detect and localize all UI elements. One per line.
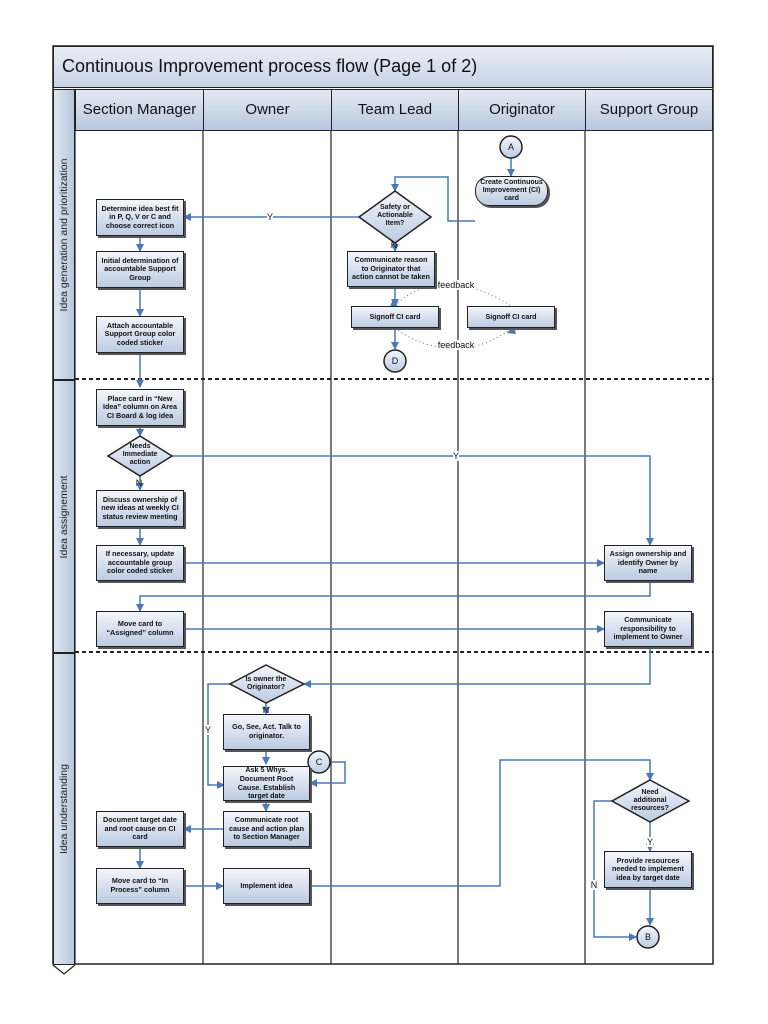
signoff-ci-card-team-lead: Signoff CI card: [351, 306, 439, 328]
phase-label: Idea assignement: [58, 475, 70, 558]
safety-decision-diamond: [357, 190, 433, 244]
connector-c-label: C: [315, 757, 323, 767]
lane-header-owner: Owner: [203, 89, 332, 131]
connector-d-label: D: [391, 356, 399, 366]
ask-5-whys-box: Ask 5 Whys. Document Root Cause. Establi…: [223, 765, 310, 801]
yes-label-resources: Y: [646, 837, 654, 847]
go-see-act-box: Go, See, Act. Talk to originator.: [223, 714, 310, 750]
need-resources-label: Need additional resources?: [631, 788, 669, 813]
is-owner-originator-label: Is owner the Originator?: [245, 675, 287, 691]
communicate-reason-box: Communicate reason to Originator that ac…: [347, 251, 435, 287]
phase-label: Idea understanding: [58, 764, 70, 854]
lane-header-section-manager: Section Manager: [75, 89, 204, 131]
create-ci-card-terminal: Create Continuous Improvement (CI) card: [475, 176, 548, 206]
safety-decision-label: Safety or Actionable Item?: [377, 203, 413, 228]
title-bar: Continuous Improvement process flow (Pag…: [53, 46, 713, 88]
no-label-resources: N: [590, 880, 598, 890]
signoff-ci-card-originator: Signoff CI card: [467, 306, 555, 328]
phase-label: Idea generation and prioritization: [58, 158, 70, 311]
feedback-label-bottom: feedback: [437, 340, 475, 350]
determine-fit-box: Determine idea best fit in P, Q, V or C …: [96, 199, 184, 236]
no-label-safety: N: [390, 240, 398, 250]
phase-idea-assignment: Idea assignement: [53, 380, 75, 653]
attach-sticker-box: Attach accountable Support Group color c…: [96, 316, 184, 353]
need-resources-diamond: [610, 779, 691, 823]
yes-label-safety: Y: [266, 212, 274, 222]
initial-determination-box: Initial determination of accountable Sup…: [96, 251, 184, 288]
page-title: Continuous Improvement process flow (Pag…: [62, 56, 478, 76]
move-in-process-box: Move card to “In Process” column: [96, 868, 184, 904]
is-owner-originator-diamond: [228, 664, 306, 704]
lane-header-originator: Originator: [458, 89, 586, 131]
no-label-immediate: N: [135, 478, 143, 488]
place-card-box: Place card in “New Idea” column on Area …: [96, 389, 184, 426]
phase-idea-generation: Idea generation and prioritization: [53, 89, 75, 380]
assign-ownership-box: Assign ownership and identify Owner by n…: [604, 545, 692, 581]
communicate-responsibility-box: Communicate responsibility to implement …: [604, 611, 692, 647]
communicate-root-cause-box: Communicate root cause and action plan t…: [223, 811, 310, 847]
connector-b-circle: [636, 925, 660, 949]
yes-label-owner: Y: [204, 725, 212, 735]
implement-idea-box: Implement idea: [223, 868, 310, 904]
connector-b-label: B: [644, 932, 652, 942]
connector-a-circle: [499, 135, 523, 159]
lane-header-support-group: Support Group: [585, 89, 713, 131]
connector-c-circle: [307, 750, 331, 774]
needs-immediate-label: Needs Immediate action: [122, 442, 158, 467]
connector-a-label: A: [507, 142, 515, 152]
discuss-ownership-box: Discuss ownership of new ideas at weekly…: [96, 490, 184, 527]
no-label-owner: N: [262, 705, 270, 715]
needs-immediate-diamond: [106, 435, 174, 477]
lane-header-team-lead: Team Lead: [331, 89, 459, 131]
connector-d-circle: [383, 349, 407, 373]
phase-idea-understanding: Idea understanding: [53, 653, 75, 965]
move-assigned-box: Move card to “Assigned” column: [96, 611, 184, 647]
feedback-label-top: feedback: [437, 280, 475, 290]
provide-resources-box: Provide resources needed to implement id…: [604, 851, 692, 888]
update-sticker-box: If necessary, update accountable group c…: [96, 545, 184, 581]
document-target-date-box: Document target date and root cause on C…: [96, 811, 184, 847]
yes-label-immediate: Y: [452, 451, 460, 461]
